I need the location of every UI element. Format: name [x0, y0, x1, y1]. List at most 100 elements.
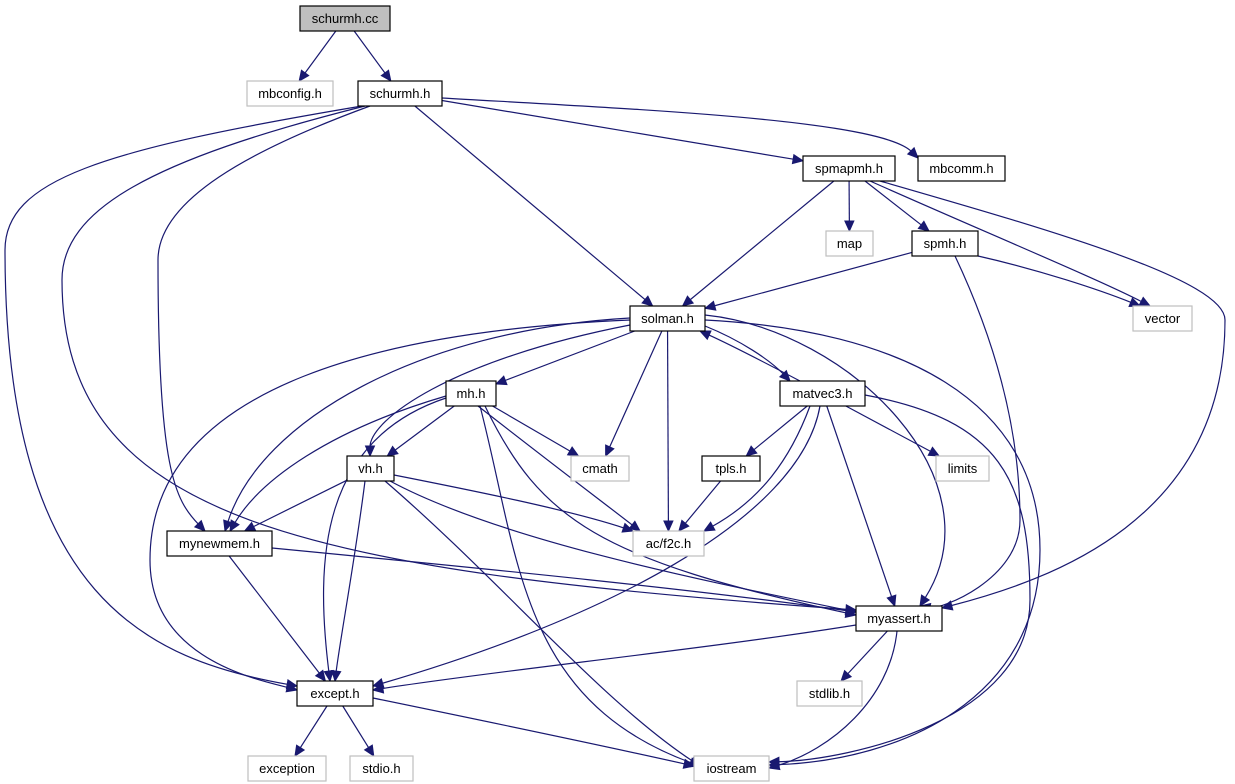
- edge-line: [864, 180, 923, 226]
- node-tpls-h[interactable]: tpls.h: [701, 455, 761, 482]
- edge-line: [353, 30, 386, 75]
- edge-arrowhead: [1138, 296, 1152, 307]
- node-label: map: [837, 236, 862, 251]
- edge-line: [149, 319, 631, 689]
- node-spmapmh-h[interactable]: spmapmh.h: [802, 155, 896, 182]
- node-mbcomm-h[interactable]: mbcomm.h: [917, 155, 1006, 182]
- edge-mh_h-to-cmath: [492, 405, 580, 457]
- node-schurmh-h[interactable]: schurmh.h: [357, 80, 443, 107]
- edge-line: [704, 319, 1041, 766]
- edge-arrowhead: [919, 594, 931, 608]
- edge-schurmh_h-to-mbcomm_h: [441, 97, 919, 159]
- edge-line: [707, 334, 801, 382]
- node-label: solman.h: [641, 311, 694, 326]
- node-box: [796, 680, 863, 707]
- node-mynewmem-h[interactable]: mynewmem.h: [166, 530, 273, 557]
- edge-solman_h-to-except_h: [149, 319, 631, 693]
- edge-line: [441, 99, 795, 160]
- node-box: [701, 455, 761, 482]
- edges-layer: [4, 30, 1226, 771]
- edge-except_h-to-iostream: [372, 697, 696, 769]
- edge-arrowhead: [323, 669, 334, 683]
- node-except-h[interactable]: except.h: [296, 680, 374, 707]
- node-ac-f2c-h: ac/f2c.h: [632, 530, 705, 557]
- node-box: [693, 755, 770, 782]
- node-box: [911, 230, 979, 257]
- edge-matvec3_h-to-tpls_h: [745, 405, 808, 457]
- edge-mh_h-to-mynewmem_h: [229, 395, 447, 533]
- node-label: iostream: [707, 761, 757, 776]
- edge-spmapmh_h-to-myassert_h: [879, 180, 1226, 611]
- node-mbconfig-h: mbconfig.h: [246, 80, 334, 107]
- edge-arrowhead: [193, 519, 206, 532]
- edge-mh_h-to-vh_h: [386, 405, 455, 457]
- edge-arrowhead: [702, 521, 716, 532]
- node-solman-h[interactable]: solman.h: [629, 305, 706, 332]
- edge-line: [666, 330, 670, 523]
- edge-line: [381, 405, 821, 685]
- edge-mh_h-to-except_h: [323, 397, 447, 683]
- node-label: mynewmem.h: [179, 536, 260, 551]
- edge-arrowhead: [927, 446, 941, 457]
- node-box: [779, 380, 866, 407]
- node-box: [629, 305, 706, 332]
- edge-spmapmh_h-to-solman_h: [681, 180, 835, 307]
- node-vh-h[interactable]: vh.h: [346, 455, 395, 482]
- edge-line: [504, 330, 635, 382]
- edge-line: [252, 479, 348, 528]
- node-mh-h[interactable]: mh.h: [445, 380, 497, 407]
- edge-line: [271, 547, 848, 612]
- edge-arrowhead: [906, 146, 919, 159]
- edge-line: [389, 480, 848, 611]
- edge-solman_h-to-mynewmem_h: [223, 317, 631, 533]
- node-spmh-h[interactable]: spmh.h: [911, 230, 979, 257]
- edge-arrowhead: [364, 445, 376, 458]
- node-label: tpls.h: [715, 461, 746, 476]
- node-label: vh.h: [358, 461, 383, 476]
- edge-solman_h-to-myassert_h: [704, 314, 946, 608]
- edge-line: [299, 705, 328, 749]
- node-label: schurmh.cc: [312, 11, 379, 26]
- node-label: exception: [259, 761, 315, 776]
- edge-schurmh_cc-to-mbconfig_h: [298, 30, 337, 82]
- edge-arrowhead: [628, 520, 641, 532]
- edge-solman_h-to-ac_f2c_h: [663, 330, 674, 533]
- edge-line: [304, 30, 337, 75]
- edge-myassert_h-to-iostream: [767, 630, 898, 771]
- node-cmath: cmath: [570, 455, 630, 482]
- edge-arrowhead: [678, 519, 690, 532]
- node-vector: vector: [1132, 305, 1193, 332]
- edge-line: [752, 405, 808, 451]
- edge-arrowhead: [681, 295, 695, 307]
- edge-arrowhead: [886, 594, 897, 608]
- edge-line: [227, 317, 631, 523]
- edge-arrowhead: [298, 69, 310, 82]
- node-schurmh-cc[interactable]: schurmh.cc: [299, 5, 391, 32]
- edge-line: [381, 624, 857, 690]
- node-limits: limits: [935, 455, 990, 482]
- edge-line: [335, 480, 366, 673]
- edge-arrowhead: [844, 605, 858, 616]
- edge-arrowhead: [745, 445, 758, 457]
- node-exception: exception: [247, 755, 327, 782]
- edge-arrowhead: [243, 521, 257, 532]
- edge-line: [393, 474, 625, 529]
- node-myassert-h[interactable]: myassert.h: [855, 605, 943, 632]
- edge-arrowhead: [767, 759, 781, 771]
- node-label: limits: [948, 461, 978, 476]
- edge-line: [704, 325, 785, 375]
- node-label: mbcomm.h: [929, 161, 993, 176]
- node-box: [445, 380, 497, 407]
- edge-arrowhead: [363, 744, 375, 758]
- edge-arrowhead: [371, 683, 385, 694]
- node-stdlib-h: stdlib.h: [796, 680, 863, 707]
- edge-line: [323, 397, 447, 673]
- edge-line: [157, 105, 371, 525]
- edge-schurmh_h-to-spmapmh_h: [441, 99, 805, 165]
- node-box: [855, 605, 943, 632]
- node-matvec3-h[interactable]: matvec3.h: [779, 380, 866, 407]
- edge-arrowhead: [314, 669, 327, 682]
- node-label: matvec3.h: [793, 386, 853, 401]
- edge-arrowhead: [285, 682, 299, 693]
- edge-arrowhead: [331, 669, 342, 683]
